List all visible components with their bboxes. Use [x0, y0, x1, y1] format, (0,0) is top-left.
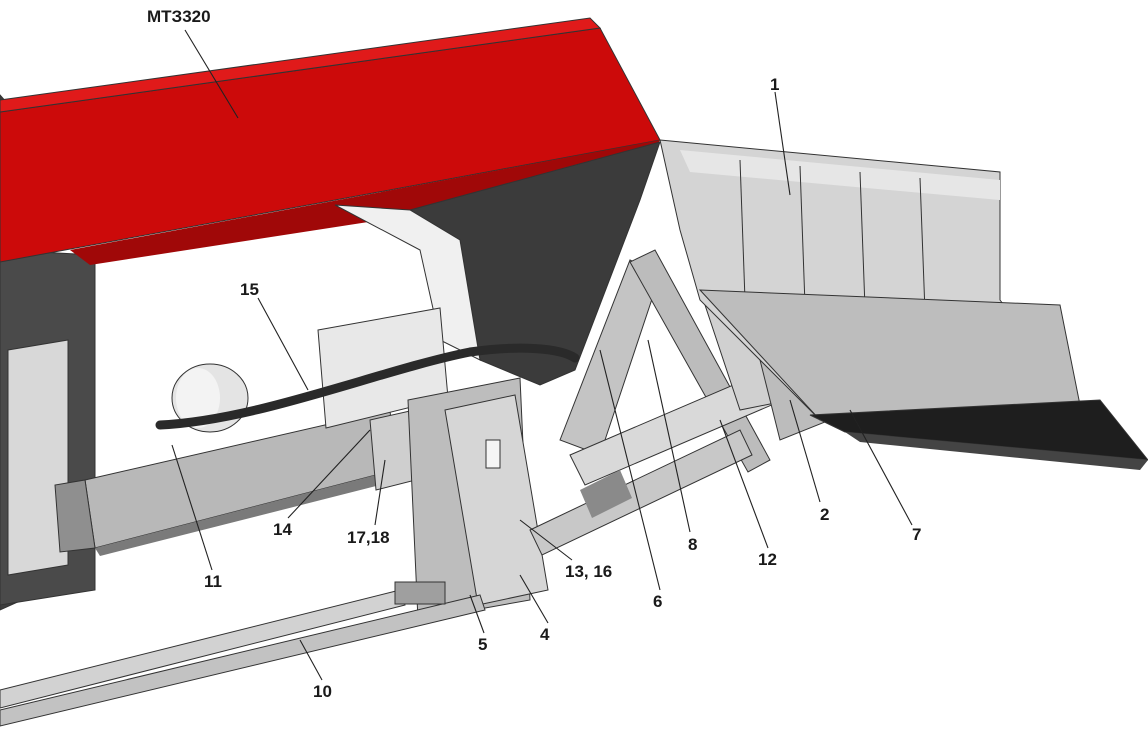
mounting-plate [407, 377, 549, 621]
callout-15: 15 [240, 280, 259, 299]
callout-5: 5 [478, 635, 487, 654]
callout-6: 6 [653, 592, 662, 611]
callout-11: 11 [204, 572, 222, 591]
callout-10: 10 [313, 682, 332, 701]
callout-17-18: 17,18 [347, 528, 390, 547]
hose [155, 343, 580, 430]
callout-4: 4 [540, 625, 550, 644]
leader-lines [171, 29, 913, 681]
callout-7: 7 [912, 525, 921, 544]
cutting-edge [809, 399, 1148, 470]
push-bars [0, 581, 486, 727]
callout-1: 1 [770, 75, 779, 94]
callout-13-16: 13, 16 [565, 562, 612, 581]
callout-8: 8 [688, 535, 697, 554]
callout-2: 2 [820, 505, 829, 524]
engine-cover [334, 141, 661, 386]
side-frame [54, 409, 400, 556]
callout-14: 14 [273, 520, 292, 539]
snow-blade [659, 139, 1081, 421]
machine-label: МТЗ320 [147, 7, 211, 26]
callout-12: 12 [758, 550, 777, 569]
